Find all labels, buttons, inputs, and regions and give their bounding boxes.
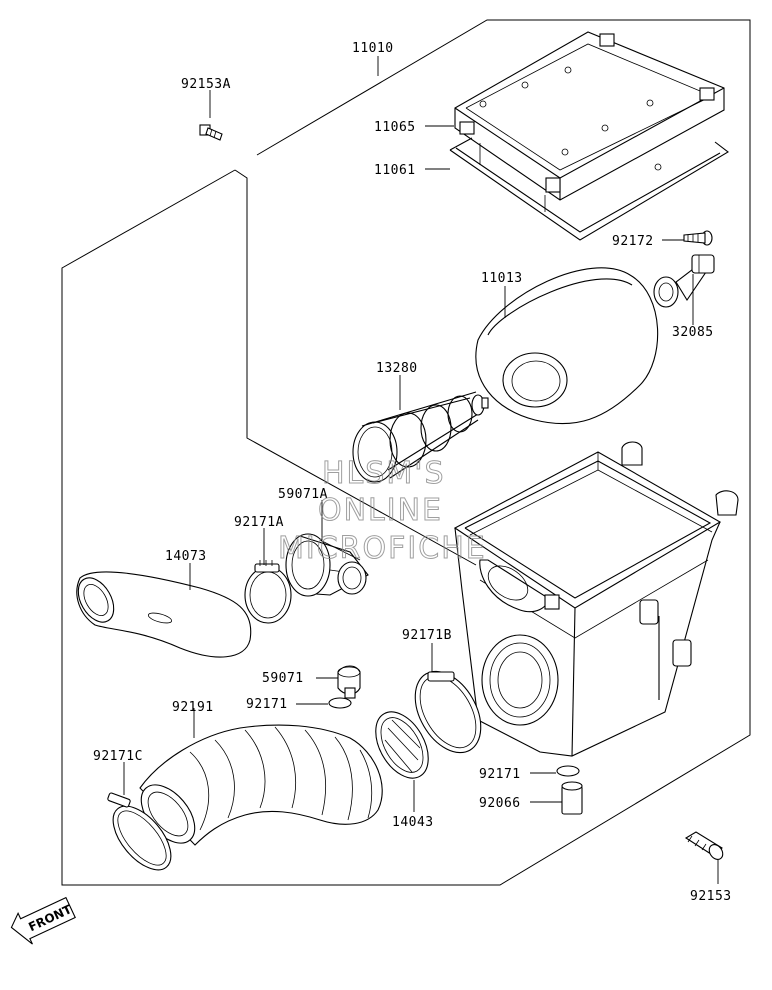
- inlet-duct: [285, 533, 369, 597]
- label-11065: 11065: [374, 120, 416, 135]
- leader-lines: [123, 56, 719, 884]
- watermark: HLSM'S ONLINE MICROFICHE: [278, 456, 487, 567]
- watermark-line-2: ONLINE: [318, 493, 443, 528]
- sensor-bracket: [653, 254, 715, 308]
- label-92153: 92153: [690, 889, 732, 904]
- intake-tube: [76, 571, 252, 658]
- inlet-screen: [375, 711, 429, 779]
- label-92172: 92172: [612, 234, 654, 249]
- watermark-line-1: HLSM'S: [322, 456, 446, 491]
- watermark-line-3: MICROFICHE: [278, 531, 487, 566]
- label-92171B: 92171B: [402, 628, 452, 643]
- label-14073: 14073: [165, 549, 207, 564]
- label-13280: 13280: [376, 361, 418, 376]
- label-92171A: 92171A: [234, 515, 284, 530]
- filter-cage: [352, 391, 489, 483]
- label-92066: 92066: [479, 796, 521, 811]
- clamp-92171B: [414, 670, 482, 754]
- screw-92172: [683, 230, 713, 246]
- label-92191: 92191: [172, 700, 214, 715]
- air-cleaner-lid: [454, 31, 725, 201]
- label-32085: 32085: [672, 325, 714, 340]
- air-cleaner-housing: [453, 441, 739, 757]
- bolt-92153A: [199, 124, 223, 141]
- part-number-labels: 11010 92153A 11065 11061 92172 11013 320…: [93, 41, 732, 904]
- filter-element: [475, 267, 659, 425]
- drain-fitting: [337, 665, 361, 699]
- small-clamp-lower: [556, 765, 580, 777]
- front-direction-badge: FRONT: [10, 896, 76, 945]
- clamp-92171C: [107, 792, 172, 871]
- label-11013: 11013: [481, 271, 523, 286]
- label-11010: 11010: [352, 41, 394, 56]
- label-92171-upper: 92171: [246, 697, 288, 712]
- label-59071: 59071: [262, 671, 304, 686]
- clamp-92171A: [244, 560, 292, 624]
- drain-collar: [561, 781, 583, 815]
- label-92171-lower: 92171: [479, 767, 521, 782]
- assembly-frame: [61, 19, 751, 886]
- label-92171C: 92171C: [93, 749, 143, 764]
- small-clamp-upper: [328, 697, 352, 709]
- label-14043: 14043: [392, 815, 434, 830]
- outlet-hose: [139, 724, 383, 846]
- label-92153A: 92153A: [181, 77, 231, 92]
- label-11061: 11061: [374, 163, 416, 178]
- bolt-92153: [684, 831, 724, 860]
- label-59071A: 59071A: [278, 487, 328, 502]
- lid-gasket: [449, 137, 729, 241]
